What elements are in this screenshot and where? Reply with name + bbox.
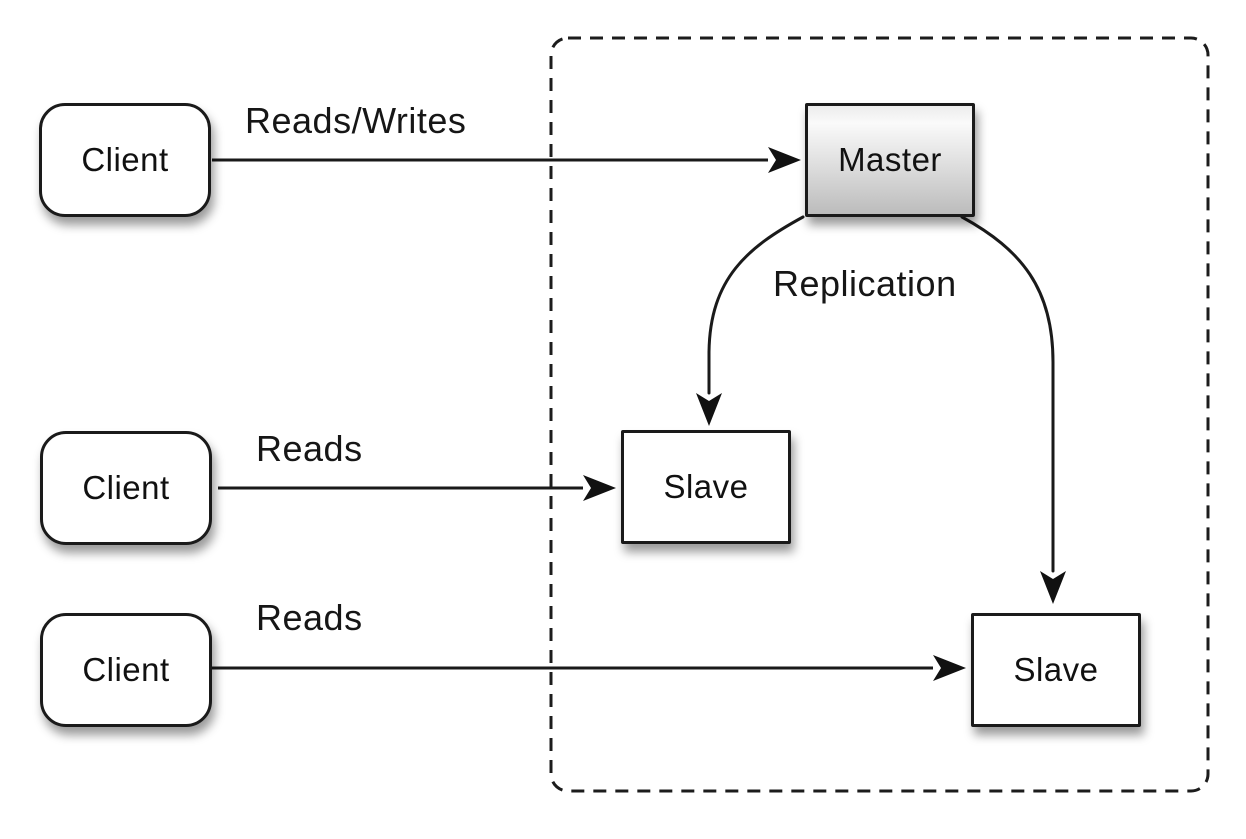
- arrow-master-to-slave1: [696, 215, 805, 426]
- arrow-client3-to-slave2: [212, 655, 966, 681]
- replication-cluster-dashed-border: [549, 36, 1210, 793]
- edge-label-reads-bottom: Reads: [256, 597, 363, 638]
- node-slave-1: Slave: [621, 430, 791, 544]
- node-client-3: Client: [40, 613, 212, 727]
- arrow-client1-to-master: [212, 147, 801, 173]
- node-master: Master: [805, 103, 975, 217]
- node-client-2: Client: [40, 431, 212, 545]
- edge-label-reads-writes: Reads/Writes: [245, 100, 467, 141]
- node-client-2-label: Client: [82, 469, 170, 506]
- node-slave-2-label: Slave: [1013, 651, 1099, 688]
- node-client-1: Client: [39, 103, 211, 217]
- node-slave-1-label: Slave: [663, 468, 749, 505]
- node-client-1-label: Client: [81, 141, 169, 178]
- arrow-client2-to-slave1: [218, 475, 616, 501]
- arrow-master-to-slave2: [960, 215, 1066, 604]
- node-slave-2: Slave: [971, 613, 1141, 727]
- edge-label-reads-middle: Reads: [256, 428, 363, 469]
- node-master-label: Master: [838, 141, 942, 178]
- edge-label-replication: Replication: [773, 263, 957, 304]
- node-client-3-label: Client: [82, 651, 170, 688]
